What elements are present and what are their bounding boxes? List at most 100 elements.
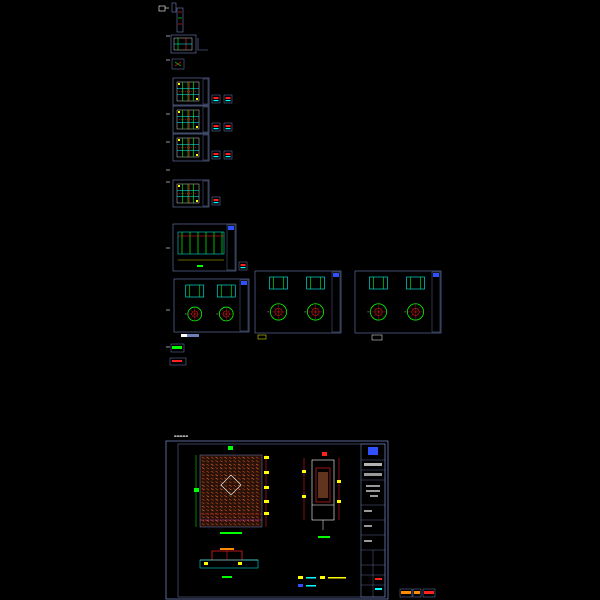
- hatch-stroke: [255, 498, 259, 501]
- radial-line: [221, 313, 227, 319]
- hatch-stroke: [206, 509, 210, 512]
- hatch-stroke: [210, 460, 214, 463]
- hatch-stroke: [255, 477, 259, 480]
- hatch-stroke: [251, 523, 255, 526]
- hatch-stroke: [210, 481, 214, 484]
- hatch-stroke: [255, 484, 259, 487]
- hatch-stroke: [255, 491, 259, 494]
- hatch-stroke: [251, 481, 255, 484]
- hatch-stroke: [210, 488, 214, 491]
- hatch-stroke: [237, 467, 241, 470]
- hatch-stroke: [201, 463, 205, 466]
- top-origin-marks: [158, 2, 184, 33]
- hatch-stroke: [251, 519, 255, 522]
- hatch-stroke: [201, 495, 205, 498]
- sheet-1: [166, 34, 208, 54]
- hatch-stroke: [215, 505, 219, 508]
- detail-tag-mark: [225, 128, 231, 130]
- detail-tag-mark: [240, 264, 246, 266]
- elevation-outline: [177, 231, 225, 255]
- elevation-box: [406, 276, 425, 290]
- hatch-stroke: [255, 488, 259, 491]
- hatch-stroke: [251, 488, 255, 491]
- hatch-stroke: [206, 502, 210, 505]
- hatch-stroke: [215, 467, 219, 470]
- hatch-stroke: [255, 456, 259, 459]
- sheet-frame: [172, 77, 210, 106]
- hatch-stroke: [233, 498, 237, 501]
- hatch-stroke: [219, 502, 223, 505]
- hatch-stroke: [219, 491, 223, 494]
- hatch-stroke: [237, 474, 241, 477]
- hatch-stroke: [228, 509, 232, 512]
- large-drawing-sheet[interactable]: ▬▬▬▬▬: [165, 434, 389, 600]
- circular-sheet-3: [354, 270, 442, 341]
- sheet-frame: [173, 278, 250, 333]
- hatch-stroke: [206, 484, 210, 487]
- hatch-stroke: [233, 523, 237, 526]
- hatch-stroke: [224, 509, 228, 512]
- hatch-stroke: [201, 474, 205, 477]
- hatch-stroke: [201, 509, 205, 512]
- hatch-stroke: [210, 484, 214, 487]
- hatch-stroke: [215, 484, 219, 487]
- hatch-stroke: [255, 495, 259, 498]
- elevation-box: [216, 284, 236, 298]
- hatch-stroke: [237, 516, 241, 519]
- sheet-title-strip: [226, 224, 236, 271]
- hatch-stroke: [201, 470, 205, 473]
- sheet-frame: [354, 270, 442, 334]
- hatch-stroke: [246, 509, 250, 512]
- detail-tag: [257, 334, 267, 340]
- circular-sheet-2: [254, 270, 342, 340]
- radial-line: [194, 313, 200, 319]
- radial-line: [226, 313, 232, 319]
- hatch-stroke: [237, 481, 241, 484]
- hatch-stroke: [206, 519, 210, 522]
- detail-tag: [211, 196, 221, 206]
- hatch-stroke: [246, 474, 250, 477]
- detail-tag-mark: [213, 97, 219, 99]
- yellow-mark: [178, 139, 180, 141]
- sheet-title-strip: [331, 271, 341, 333]
- sheet-title-strip: [202, 134, 209, 161]
- hatch-stroke: [246, 477, 250, 480]
- hatch-stroke: [219, 460, 223, 463]
- hatch-stroke: [228, 460, 232, 463]
- hatch-stroke: [228, 470, 232, 473]
- detail-tag: [371, 334, 383, 341]
- hatch-stroke: [206, 498, 210, 501]
- hatch-stroke: [246, 523, 250, 526]
- plan-sheet-5: [166, 133, 233, 171]
- radial-line: [221, 308, 227, 315]
- hatch-stroke: [224, 470, 228, 473]
- hatch-stroke: [242, 502, 246, 505]
- radial-line: [409, 311, 416, 318]
- sheet-frame: [172, 105, 210, 134]
- hatch-stroke: [210, 502, 214, 505]
- radial-line: [378, 311, 385, 318]
- hatch-stroke: [206, 463, 210, 466]
- hatch-stroke: [251, 460, 255, 463]
- hatch-stroke: [237, 456, 241, 459]
- hatch-stroke: [201, 477, 205, 480]
- hatch-stroke: [237, 498, 241, 501]
- hatch-stroke: [224, 516, 228, 519]
- hatch-stroke: [255, 460, 259, 463]
- radial-line: [315, 311, 322, 318]
- radial-line: [194, 308, 200, 315]
- detail-tag-mark: [225, 153, 231, 155]
- title-block: [360, 443, 386, 598]
- hatch-stroke: [224, 463, 228, 466]
- hatch-stroke: [219, 470, 223, 473]
- hatch-stroke: [237, 509, 241, 512]
- yellow-mark: [196, 200, 198, 202]
- hatch-stroke: [228, 498, 232, 501]
- yellow-mark: [196, 154, 198, 156]
- hatch-stroke: [233, 474, 237, 477]
- hatch-stroke: [228, 488, 232, 491]
- hatch-stroke: [242, 456, 246, 459]
- sheet-frame: [254, 270, 342, 334]
